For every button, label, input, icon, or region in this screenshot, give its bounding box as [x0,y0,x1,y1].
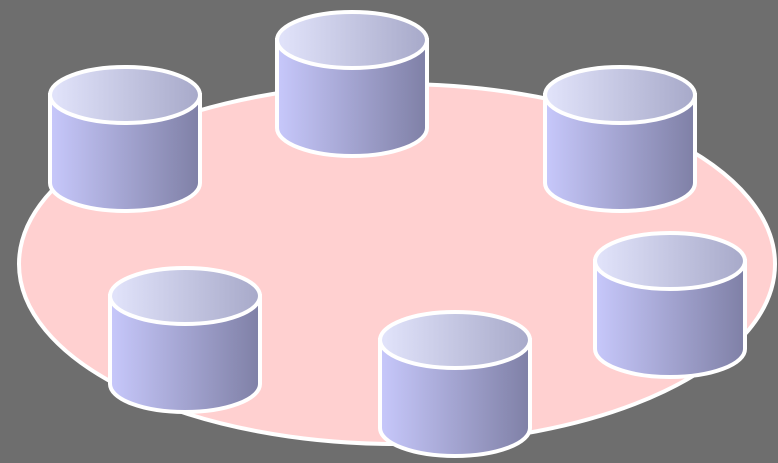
database-cylinder-icon-top [48,65,202,125]
database-node-bottom-center [378,310,532,458]
database-cylinder-icon-top [593,231,747,291]
database-cylinder-icon-body [108,294,262,414]
database-cylinder-icon-top [543,65,697,125]
database-cylinder-icon-body [48,93,202,213]
database-cylinder-icon-body [593,259,747,379]
database-node-top-right [543,65,697,213]
database-cylinder-icon-body [275,38,429,158]
database-node-top-left [48,65,202,213]
database-node-bottom-left [108,266,262,414]
database-cylinder-icon-body [543,93,697,213]
database-cylinder-icon-top [275,10,429,70]
database-cylinder-icon-top [378,310,532,370]
database-node-top-center [275,10,429,158]
database-cylinder-icon-top [108,266,262,326]
database-cylinder-icon-body [378,338,532,458]
database-nodes [48,10,747,458]
database-node-bottom-right [593,231,747,379]
